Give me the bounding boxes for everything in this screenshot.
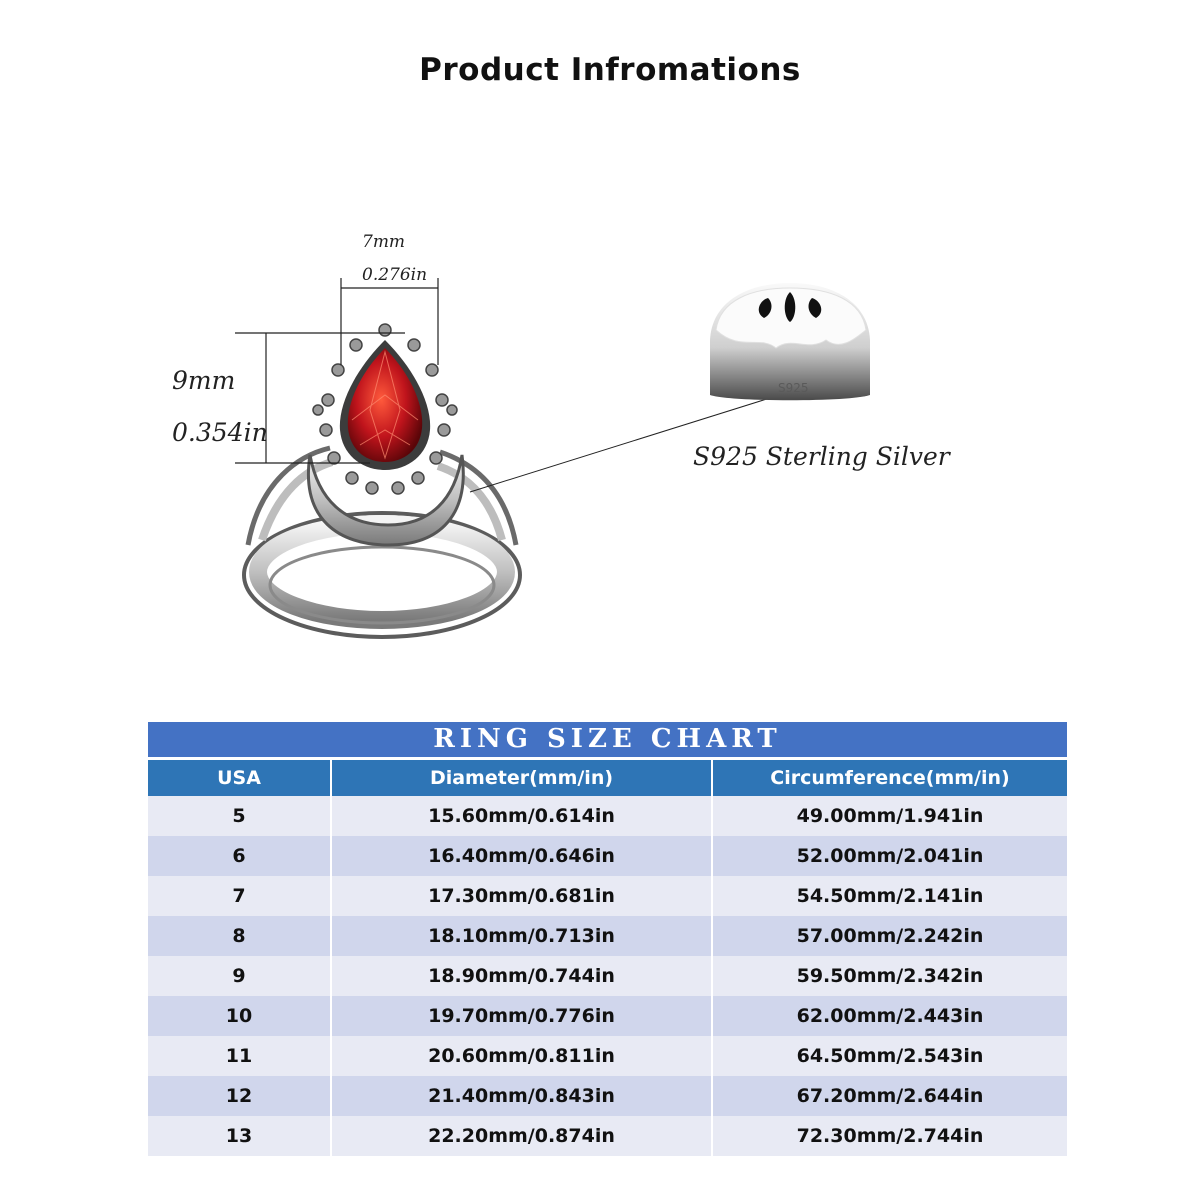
circumference-cell: 67.20mm/2.644in — [711, 1076, 1067, 1116]
table-row: 9 18.90mm/0.744in 59.50mm/2.342in — [148, 956, 1067, 996]
table-header-row: USA Diameter(mm/in) Circumference(mm/in) — [148, 760, 1067, 796]
usa-size-cell: 13 — [148, 1116, 331, 1156]
usa-size-cell: 11 — [148, 1036, 331, 1076]
table-row: 6 16.40mm/0.646in 52.00mm/2.041in — [148, 836, 1067, 876]
diameter-cell: 21.40mm/0.843in — [330, 1076, 712, 1116]
diameter-cell: 18.90mm/0.744in — [330, 956, 712, 996]
height-in-label: 0.354in — [172, 418, 268, 447]
diameter-cell: 17.30mm/0.681in — [330, 876, 712, 916]
circumference-cell: 52.00mm/2.041in — [711, 836, 1067, 876]
circumference-cell: 72.30mm/2.744in — [711, 1116, 1067, 1156]
table-row: 12 21.40mm/0.843in 67.20mm/2.644in — [148, 1076, 1067, 1116]
diameter-cell: 18.10mm/0.713in — [330, 916, 712, 956]
page-title: Product Infromations — [419, 52, 801, 88]
circumference-cell: 54.50mm/2.141in — [711, 876, 1067, 916]
table-row: 7 17.30mm/0.681in 54.50mm/2.141in — [148, 876, 1067, 916]
diameter-cell: 22.20mm/0.874in — [330, 1116, 712, 1156]
usa-size-cell: 6 — [148, 836, 331, 876]
garnet-gem — [347, 348, 423, 462]
material-label: S925 Sterling Silver — [693, 442, 950, 471]
circumference-cell: 64.50mm/2.543in — [711, 1036, 1067, 1076]
table-row: 10 19.70mm/0.776in 62.00mm/2.443in — [148, 996, 1067, 1036]
width-in-label: 0.276in — [362, 265, 428, 285]
table-row: 8 18.10mm/0.713in 57.00mm/2.242in — [148, 916, 1067, 956]
table-row: 13 22.20mm/0.874in 72.30mm/2.744in — [148, 1116, 1067, 1156]
usa-size-cell: 7 — [148, 876, 331, 916]
diameter-cell: 19.70mm/0.776in — [330, 996, 712, 1036]
usa-size-cell: 8 — [148, 916, 331, 956]
diameter-cell: 15.60mm/0.614in — [330, 796, 712, 836]
ring-image — [235, 278, 771, 639]
column-header-diameter: Diameter(mm/in) — [330, 760, 712, 796]
circumference-cell: 62.00mm/2.443in — [711, 996, 1067, 1036]
diameter-cell: 16.40mm/0.646in — [330, 836, 712, 876]
silver-detail-inset: S925 — [710, 283, 870, 401]
circumference-cell: 49.00mm/1.941in — [711, 796, 1067, 836]
column-header-circumference: Circumference(mm/in) — [711, 760, 1067, 796]
diameter-cell: 20.60mm/0.811in — [330, 1036, 712, 1076]
table-row: 11 20.60mm/0.811in 64.50mm/2.543in — [148, 1036, 1067, 1076]
usa-size-cell: 12 — [148, 1076, 331, 1116]
usa-size-cell: 10 — [148, 996, 331, 1036]
usa-size-cell: 5 — [148, 796, 331, 836]
product-illustration: S925 — [235, 278, 870, 639]
ring-size-table: USA Diameter(mm/in) Circumference(mm/in)… — [148, 760, 1067, 1156]
circumference-cell: 59.50mm/2.342in — [711, 956, 1067, 996]
height-mm-label: 9mm — [172, 366, 236, 395]
width-mm-label: 7mm — [362, 232, 406, 252]
s925-stamp: S925 — [778, 381, 809, 395]
table-row: 5 15.60mm/0.614in 49.00mm/1.941in — [148, 796, 1067, 836]
usa-size-cell: 9 — [148, 956, 331, 996]
column-header-usa: USA — [148, 760, 331, 796]
circumference-cell: 57.00mm/2.242in — [711, 916, 1067, 956]
size-chart-title: RING SIZE CHART — [148, 722, 1067, 757]
